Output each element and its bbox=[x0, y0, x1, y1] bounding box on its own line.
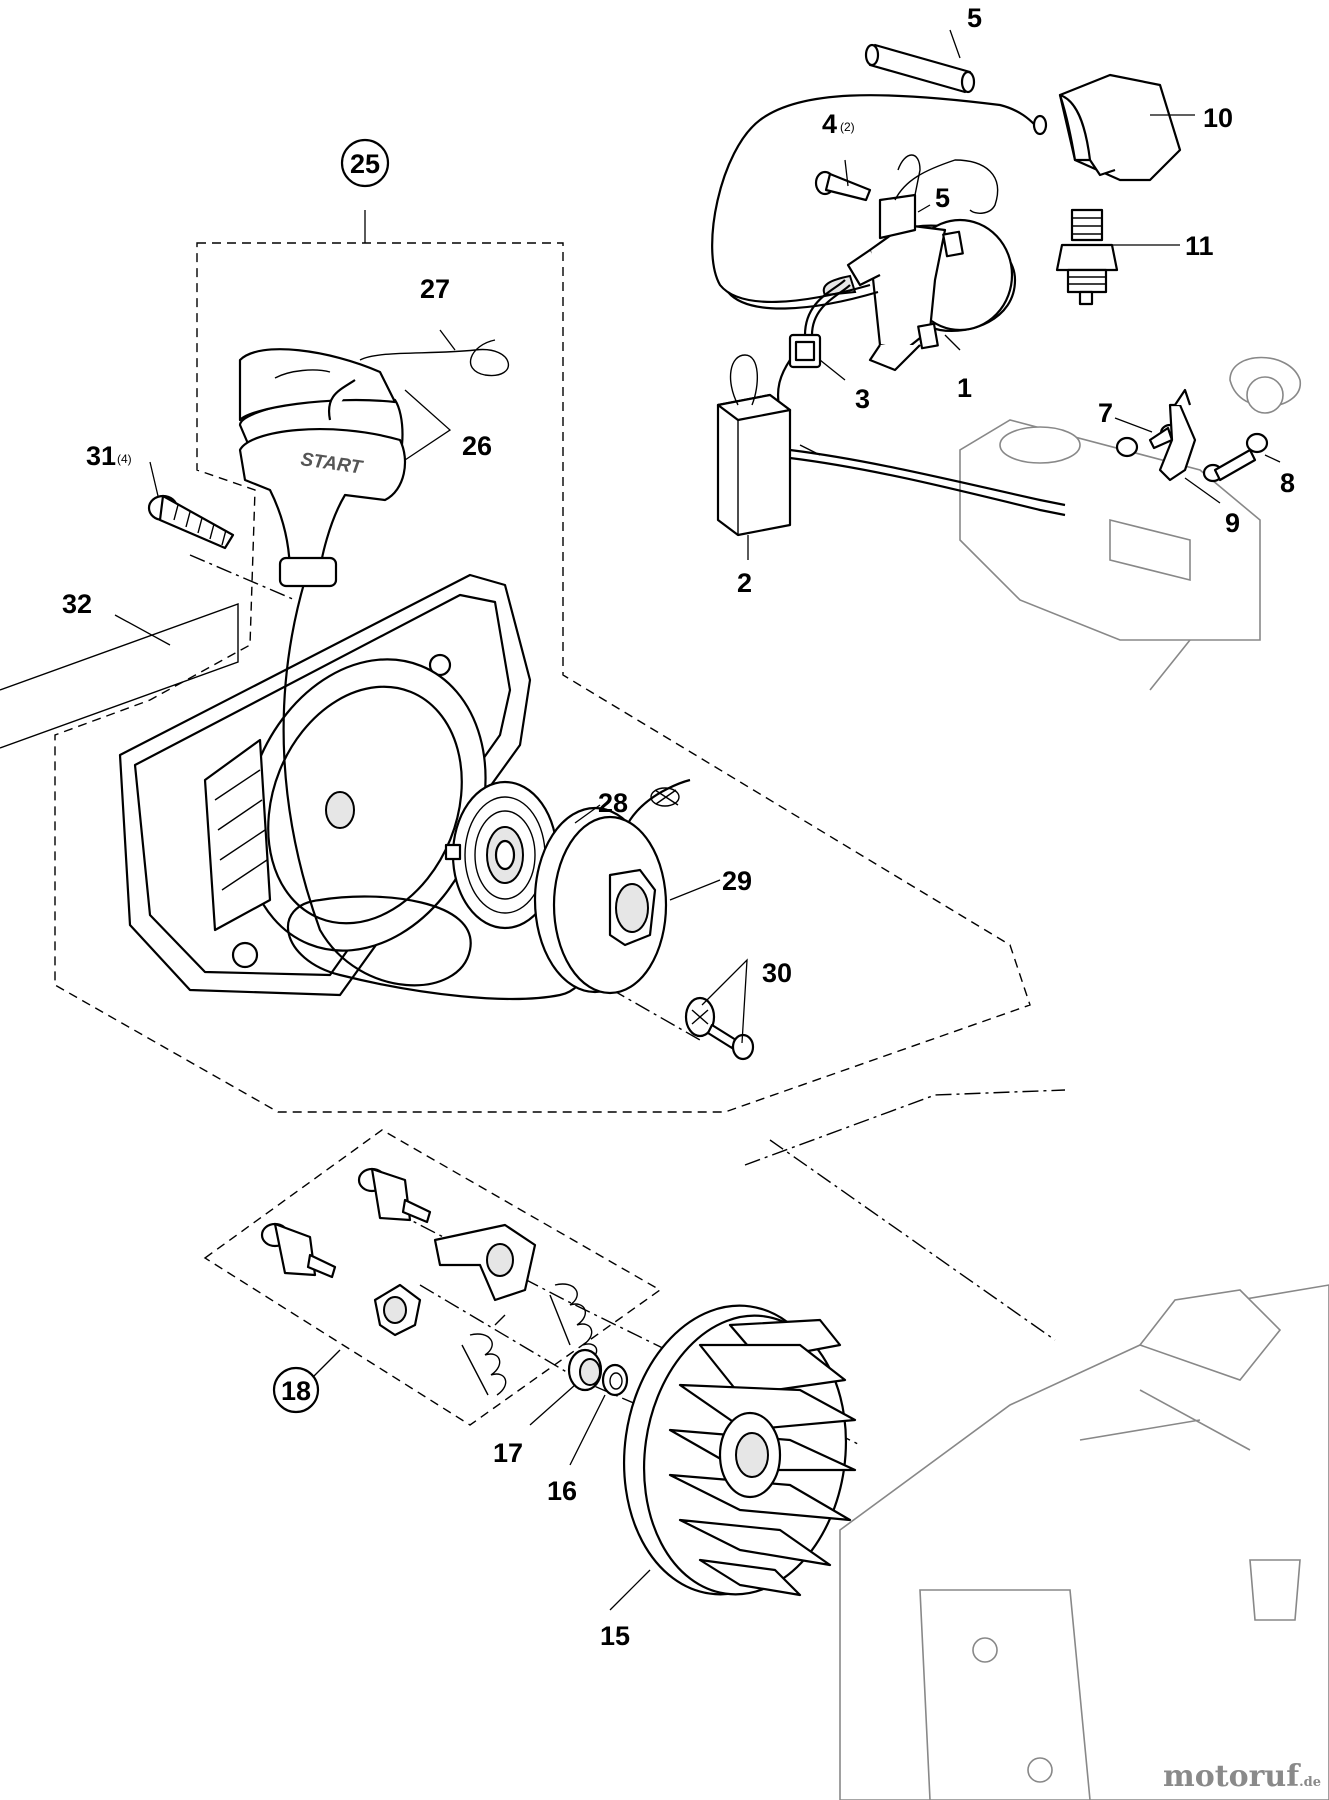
starter-assembly-box bbox=[54, 242, 1031, 1113]
callout-18-circle bbox=[272, 1366, 320, 1414]
callout-2: 2 bbox=[737, 568, 752, 598]
callout-28: 28 bbox=[598, 788, 628, 818]
spring-upper bbox=[549, 1283, 598, 1361]
screw-4 bbox=[814, 170, 872, 202]
callout-11: 11 bbox=[1185, 231, 1214, 261]
flywheel bbox=[622, 1304, 857, 1597]
callout-16: 16 bbox=[547, 1476, 577, 1506]
starter-housing bbox=[118, 573, 532, 997]
callout-7: 7 bbox=[1098, 398, 1113, 428]
pawl-bolt-lower bbox=[260, 1222, 337, 1279]
spring-lower bbox=[461, 1314, 507, 1396]
spark-plug bbox=[1055, 208, 1119, 306]
callout-labels: 5 10 11 4 (2) 5 3 1 2 7 8 9 25 27 26 31 … bbox=[62, 3, 1295, 1651]
engine-housing bbox=[839, 1284, 1329, 1800]
callout-10: 10 bbox=[1203, 103, 1233, 133]
callout-17: 17 bbox=[493, 1438, 523, 1468]
rope-pulley bbox=[533, 806, 668, 995]
callout-8: 8 bbox=[1280, 468, 1295, 498]
leader-lines bbox=[114, 29, 1281, 1611]
starter-handle: START bbox=[238, 348, 407, 588]
screw-31 bbox=[147, 494, 235, 550]
pawl-upper bbox=[433, 1223, 537, 1302]
callout-31: 31 bbox=[86, 441, 116, 471]
callout-26: 26 bbox=[462, 431, 492, 461]
ignition-module bbox=[716, 354, 792, 537]
callout-5: 5 bbox=[935, 183, 950, 213]
hose-6 bbox=[864, 43, 976, 94]
spark-plug-boot bbox=[1058, 73, 1182, 182]
connector-3 bbox=[788, 333, 822, 369]
watermark-tld: .de bbox=[1299, 1775, 1321, 1790]
callout-25: 25 bbox=[350, 149, 380, 179]
engine-block bbox=[959, 356, 1301, 691]
callout-15: 15 bbox=[600, 1621, 630, 1651]
ignition-coil bbox=[822, 218, 1017, 372]
callout-4: 4 bbox=[822, 109, 837, 139]
watermark: motoruf.de bbox=[1163, 1759, 1321, 1794]
washer-16 bbox=[601, 1363, 629, 1397]
clutch-pawl-kit-box bbox=[203, 1129, 662, 1426]
watermark-brand: motoruf bbox=[1162, 1759, 1300, 1794]
callout-6: 5 bbox=[967, 3, 982, 33]
callout-32: 32 bbox=[62, 589, 92, 619]
callout-3: 3 bbox=[855, 384, 870, 414]
screw-8 bbox=[1213, 432, 1269, 482]
callout-9: 9 bbox=[1225, 508, 1240, 538]
decal-32 bbox=[0, 603, 239, 749]
callout-1: 1 bbox=[957, 373, 972, 403]
bushing-17 bbox=[567, 1348, 603, 1392]
callout-30: 30 bbox=[762, 958, 792, 988]
pawl-lower bbox=[373, 1283, 422, 1337]
callout-18: 18 bbox=[281, 1376, 311, 1406]
callout-29: 29 bbox=[722, 866, 752, 896]
callout-4-qty: (2) bbox=[840, 120, 855, 134]
callout-27: 27 bbox=[420, 274, 450, 304]
pawl-bolt-upper bbox=[357, 1167, 432, 1224]
washer-screw-30 bbox=[684, 996, 755, 1061]
callout-25-circle bbox=[340, 138, 390, 188]
ht-lead bbox=[711, 94, 1036, 304]
callout-31-qty: (4) bbox=[117, 452, 132, 466]
